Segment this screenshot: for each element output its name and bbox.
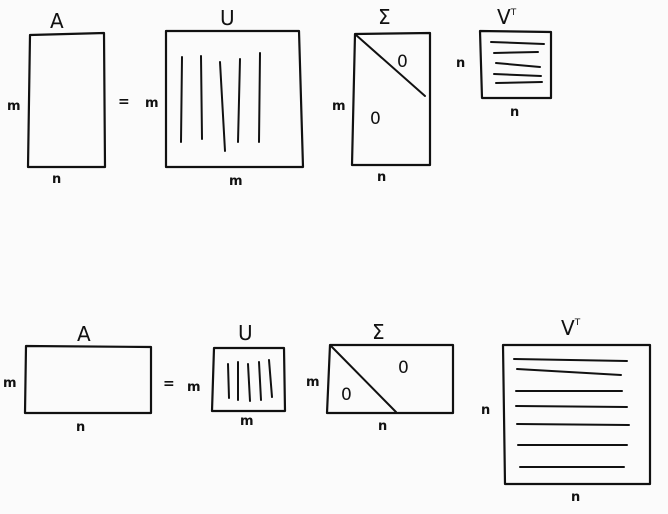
bottom-vt-cols-label: n <box>571 490 580 505</box>
bottom-u-column-vectors <box>227 359 273 402</box>
top-vt-row-vector <box>495 62 541 68</box>
top-u-column-vector <box>219 61 226 152</box>
top-a-cols-label: n <box>52 172 61 187</box>
top-sigma-upper-zero: 0 <box>397 52 408 72</box>
top-vt-superscript: T <box>510 8 517 18</box>
top-matrix-u: U m m <box>145 6 305 189</box>
top-vt-name: VT <box>497 5 517 29</box>
bottom-u-column-vector <box>227 363 230 399</box>
top-u-box <box>164 29 305 169</box>
bottom-a-cols-label: n <box>76 420 85 435</box>
top-vt-row-vector <box>493 73 542 77</box>
top-matrix-a: A m n <box>7 9 107 187</box>
bottom-vt-superscript: T <box>574 318 581 328</box>
top-u-column-vectors <box>180 52 261 152</box>
top-a-name: A <box>50 9 64 33</box>
bottom-u-rows-label: m <box>187 380 201 395</box>
top-equals-sign: = <box>118 94 130 110</box>
bottom-sigma-cols-label: n <box>378 419 387 434</box>
bottom-sigma-diagonal <box>330 345 397 413</box>
top-matrix-sigma: Σ 0 0 m n <box>332 5 432 185</box>
top-u-column-vector <box>237 58 241 143</box>
bottom-sigma-box <box>325 343 455 415</box>
bottom-sigma-name: Σ <box>372 320 385 344</box>
bottom-u-name: U <box>238 321 253 345</box>
top-u-column-vector <box>200 55 203 140</box>
bottom-vt-row-vector <box>515 405 628 408</box>
top-sigma-box <box>350 31 432 167</box>
bottom-sigma-lower-zero: 0 <box>341 385 352 405</box>
top-u-column-vector <box>258 52 261 143</box>
top-u-name: U <box>220 6 235 30</box>
bottom-vt-box <box>501 343 652 486</box>
bottom-a-rows-label: m <box>3 376 17 391</box>
top-sigma-diagonal <box>355 34 426 97</box>
top-vt-cols-label: n <box>510 105 519 120</box>
bottom-vt-row-vector <box>513 358 628 362</box>
bottom-vt-row-vector <box>516 423 630 426</box>
top-vt-row-vector <box>493 51 539 54</box>
bottom-sigma-rows-label: m <box>306 375 320 390</box>
bottom-a-box <box>23 344 153 415</box>
top-a-rows-label: m <box>7 99 21 114</box>
top-matrix-vt: VT n n <box>456 5 553 120</box>
bottom-row: A m n = U m m Σ 0 0 m <box>3 316 652 505</box>
top-vt-row-vector <box>490 41 545 45</box>
top-vt-row-vector <box>495 81 543 84</box>
bottom-u-cols-label: m <box>240 414 254 429</box>
bottom-matrix-sigma: Σ 0 0 m n <box>306 320 455 434</box>
top-a-box <box>26 31 107 169</box>
top-vt-box <box>478 29 553 100</box>
bottom-matrix-u: U m m <box>187 321 287 429</box>
top-vt-row-vectors <box>490 41 545 84</box>
top-vt-letter: V <box>497 5 511 29</box>
bottom-u-column-vector <box>268 359 273 398</box>
top-sigma-rows-label: m <box>332 99 346 114</box>
bottom-vt-rows-label: n <box>481 403 490 418</box>
top-u-cols-label: m <box>229 174 243 189</box>
top-sigma-cols-label: n <box>377 170 386 185</box>
bottom-sigma-upper-zero: 0 <box>398 358 409 378</box>
bottom-matrix-a: A m n <box>3 322 153 435</box>
bottom-vt-row-vector <box>516 368 622 376</box>
bottom-u-box <box>210 346 287 413</box>
top-sigma-name: Σ <box>378 5 391 29</box>
top-u-column-vector <box>180 56 183 143</box>
top-sigma-lower-zero: 0 <box>370 109 381 129</box>
top-u-rows-label: m <box>145 96 159 111</box>
bottom-vt-name: VT <box>561 316 581 340</box>
bottom-equals-sign: = <box>163 376 175 392</box>
top-vt-rows-label: n <box>456 56 465 71</box>
bottom-matrix-vt: VT n n <box>481 316 652 505</box>
bottom-a-name: A <box>77 322 91 346</box>
bottom-u-column-vector <box>247 363 251 402</box>
top-row: A m n = U m m Σ 0 0 m <box>7 5 553 189</box>
bottom-vt-letter: V <box>561 316 575 340</box>
bottom-u-column-vector <box>258 361 262 401</box>
bottom-vt-row-vectors <box>513 358 630 468</box>
